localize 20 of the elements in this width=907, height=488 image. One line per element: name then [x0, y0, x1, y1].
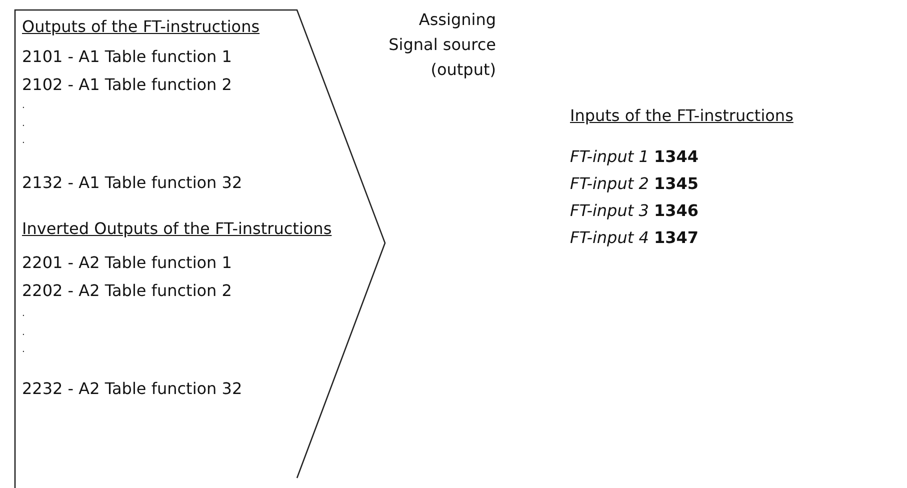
input-entry: FT-input 2 1345: [570, 173, 699, 195]
section-heading: Inverted Outputs of the FT-instructions: [22, 219, 332, 238]
list-item: 2101 - A1 Table function 1: [22, 47, 232, 66]
ellipsis-dot: .: [22, 119, 25, 129]
input-entry: FT-input 1 1344: [570, 146, 699, 168]
list-item: 2201 - A2 Table function 1: [22, 253, 232, 272]
ellipsis-dot: .: [22, 345, 25, 355]
list-item: 2232 - A2 Table function 32: [22, 379, 242, 398]
input-entry: FT-input 4 1347: [570, 227, 699, 249]
section-heading: Inputs of the FT-instructions: [570, 106, 794, 125]
ellipsis-dot: .: [22, 136, 25, 146]
ellipsis-dot: .: [22, 328, 25, 338]
list-item: 2102 - A1 Table function 2: [22, 75, 232, 94]
section-heading: Outputs of the FT-instructions: [22, 17, 260, 36]
list-item: 2202 - A2 Table function 2: [22, 281, 232, 300]
arrow-caption: Assigning Signal source (output): [388, 9, 496, 81]
ellipsis-dot: .: [22, 101, 25, 111]
ellipsis-dot: .: [22, 309, 25, 319]
input-entry: FT-input 3 1346: [570, 200, 699, 222]
list-item: 2132 - A1 Table function 32: [22, 173, 242, 192]
